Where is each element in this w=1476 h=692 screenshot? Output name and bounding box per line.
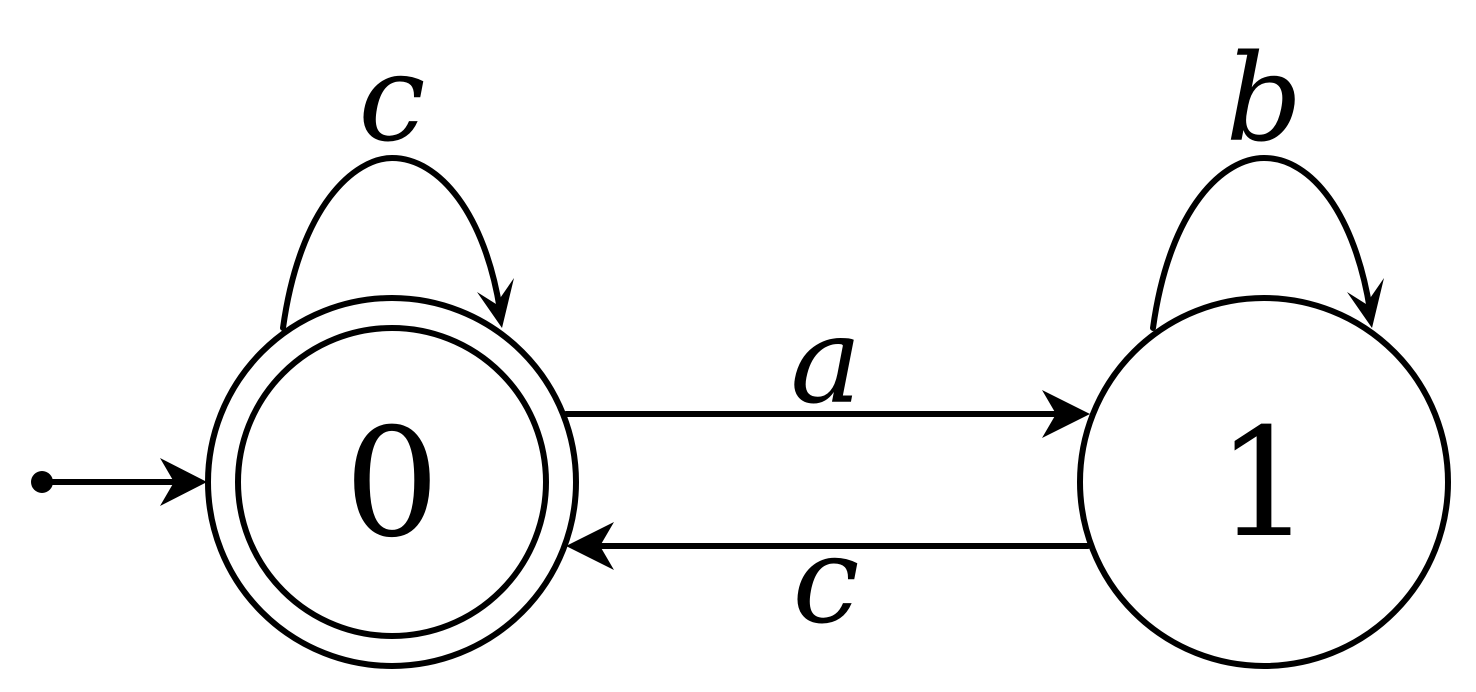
self-loop-1-curve bbox=[1150, 154, 1373, 331]
state-1[interactable]: 1 bbox=[1077, 295, 1451, 669]
state-0-inner-ring bbox=[235, 325, 549, 639]
state-0-label: 0 bbox=[344, 397, 439, 571]
transition-0-to-0: c bbox=[280, 30, 514, 331]
initial-arrowhead bbox=[160, 458, 207, 506]
transition-1-to-0: c bbox=[566, 512, 1091, 651]
initial-arrow bbox=[31, 458, 207, 506]
state-0[interactable]: 0 bbox=[205, 295, 579, 669]
self-loop-1-arrowhead bbox=[1347, 278, 1384, 328]
state-0-outer-ring bbox=[205, 295, 579, 669]
transition-1-to-1: b bbox=[1150, 30, 1384, 331]
state-1-ring bbox=[1077, 295, 1451, 669]
edge-0-to-1-label: a bbox=[790, 292, 862, 431]
self-loop-0-arrowhead bbox=[477, 278, 514, 328]
self-loop-0-label: c bbox=[358, 30, 425, 169]
edge-1-to-0-label: c bbox=[792, 512, 859, 651]
self-loop-0-curve bbox=[280, 154, 503, 331]
state-1-label: 1 bbox=[1216, 397, 1311, 571]
edge-0-to-1-arrowhead bbox=[1042, 390, 1090, 438]
edge-1-to-0-arrowhead bbox=[566, 522, 614, 570]
self-loop-1-label: b bbox=[1226, 30, 1303, 169]
transition-0-to-1: a bbox=[563, 292, 1090, 438]
